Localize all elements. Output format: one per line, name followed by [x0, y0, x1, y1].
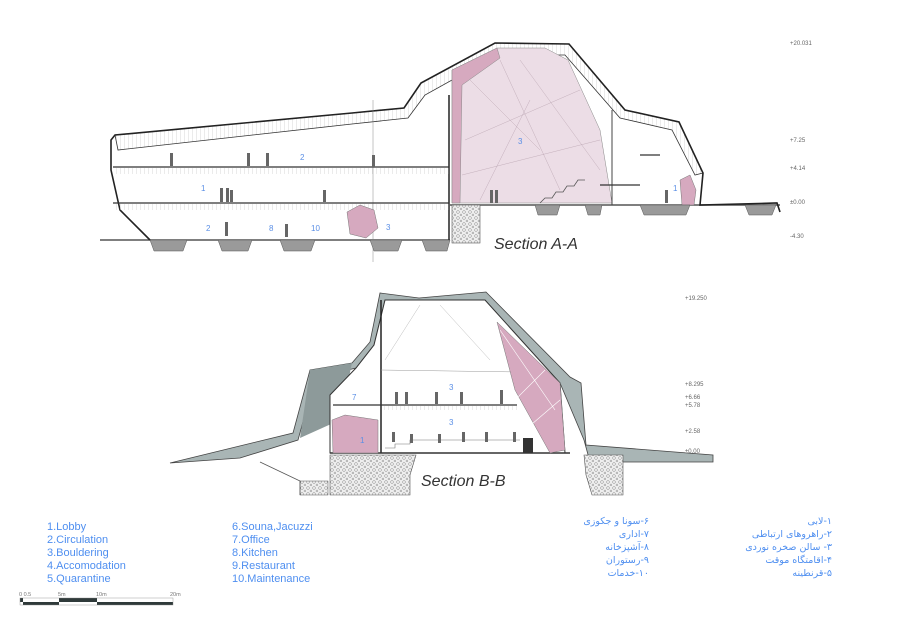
scale-label: 0 0.5 — [19, 592, 31, 598]
legend-item: 7.Office — [232, 534, 270, 546]
elevation-label: +7.25 — [790, 138, 806, 144]
people — [392, 390, 516, 443]
elevation-label: ±0.00 — [790, 200, 806, 206]
room-label: 1 — [360, 436, 365, 445]
legend-en-col2: 6.Souna,Jacuzzi 7.Office 8.Kitchen 9.Res… — [232, 521, 313, 586]
legend-item: ۹-رستوران — [605, 555, 649, 566]
foundations — [149, 204, 777, 252]
elevation-label: +5.78 — [685, 403, 701, 409]
legend-item: 5.Quarantine — [47, 573, 111, 585]
panel-bracing — [499, 329, 561, 431]
room-label: 2 — [206, 224, 211, 233]
floor-slabs — [113, 154, 660, 204]
elevation-markers: +19.250 +8.295 +6.66 +5.78 +2.58 ±0.00 — [685, 296, 708, 455]
legend-item: ۷-اداری — [618, 529, 649, 540]
climbing-hall — [451, 47, 613, 204]
legend-item: ۳- سالن صخره نوردی — [745, 542, 832, 553]
section-title: Section B-B — [421, 473, 506, 490]
stepped-seating — [385, 439, 520, 449]
floor-band — [113, 168, 449, 174]
scale-label: 10m — [96, 592, 107, 598]
elevation-label: -4.30 — [790, 234, 804, 240]
floor-band — [113, 204, 449, 210]
legend-item: 6.Souna,Jacuzzi — [232, 521, 313, 533]
ceiling-line — [380, 369, 521, 373]
legend-item: ۲-راهروهای ارتباطی — [751, 529, 832, 540]
climbing-wall-panel — [496, 321, 566, 454]
room-label: 1 — [201, 184, 206, 193]
legend-fa-col1: ۶-سونا و جکوزی ۷-اداری ۸-آشپزخانه ۹-رستو… — [583, 515, 649, 580]
scale-label: 20m — [170, 592, 181, 598]
stepped-seating — [539, 179, 585, 204]
building-outline — [110, 42, 781, 241]
legend-item: 9.Restaurant — [232, 560, 295, 572]
climbing-wall-facets — [461, 59, 601, 201]
climbing-wall-panel — [331, 414, 379, 454]
room-label: 1 — [673, 184, 678, 193]
legend-item: 8.Kitchen — [232, 547, 278, 559]
climbing-panel — [679, 174, 697, 206]
legend-item: 10.Maintenance — [232, 573, 311, 585]
room-label: 3 — [449, 383, 454, 392]
elevation-markers: +20.031 +7.25 +4.14 ±0.00 -4.30 — [790, 41, 813, 240]
room-label: 2 — [300, 153, 305, 162]
legend-item: ۱۰-خدمات — [607, 568, 649, 579]
legend-item: ۱-لابی — [807, 516, 832, 527]
elevation-label: +20.031 — [790, 41, 813, 47]
room-label: 8 — [269, 224, 274, 233]
elevation-label: +6.66 — [685, 395, 701, 401]
elevation-label: +2.58 — [685, 429, 701, 435]
roof-trusses — [384, 304, 491, 361]
legend-item: 1.Lobby — [47, 521, 87, 533]
legend-item: 2.Circulation — [47, 534, 109, 546]
scale-label: 5m — [58, 592, 66, 598]
elevation-label: +8.295 — [685, 382, 704, 388]
stone-fill — [451, 204, 481, 244]
section-title: Section A-A — [494, 236, 578, 253]
room-label: 3 — [386, 223, 391, 232]
legend-item: 3.Bouldering — [47, 547, 109, 559]
room-label: 10 — [311, 224, 320, 233]
legend-item: ۸-آشپزخانه — [605, 542, 649, 553]
legend-item: 4.Accomodation — [47, 560, 126, 572]
room-label: 3 — [518, 137, 523, 146]
room-label: 7 — [352, 393, 357, 402]
section-a-a: 2 1 2 8 10 3 3 1 Section A-A +20.031 +7.… — [100, 41, 813, 262]
stone-foundation — [583, 454, 624, 496]
roof-band — [114, 42, 704, 176]
legend-item: ۴-اقامتگاه موقت — [765, 555, 832, 566]
scale-bar: 0 0.5 5m 10m 20m — [19, 592, 181, 606]
legend-fa-col2: ۱-لابی ۲-راهروهای ارتباطی ۳- سالن صخره ن… — [745, 515, 832, 580]
section-b-b: 7 3 3 1 Section B-B +19.250 +8.295 +6.66… — [169, 291, 714, 496]
people — [170, 153, 668, 237]
elevation-label: ±0.00 — [685, 449, 701, 455]
elevation-label: +4.14 — [790, 166, 806, 172]
legend-item: ۵-قرنطینه — [792, 568, 832, 579]
room-label: 3 — [449, 418, 454, 427]
legend-item: ۶-سونا و جکوزی — [583, 516, 649, 527]
stone-foundation — [329, 454, 417, 496]
floor-band — [381, 406, 517, 410]
legend-en-col1: 1.Lobby 2.Circulation 3.Bouldering 4.Acc… — [47, 521, 126, 586]
retaining-wall — [259, 461, 301, 495]
bouldering-rock — [346, 204, 379, 239]
door — [523, 438, 533, 453]
climbing-wall-panel — [451, 47, 501, 204]
stone-foundation — [299, 480, 329, 496]
elevation-label: +19.250 — [685, 296, 708, 302]
